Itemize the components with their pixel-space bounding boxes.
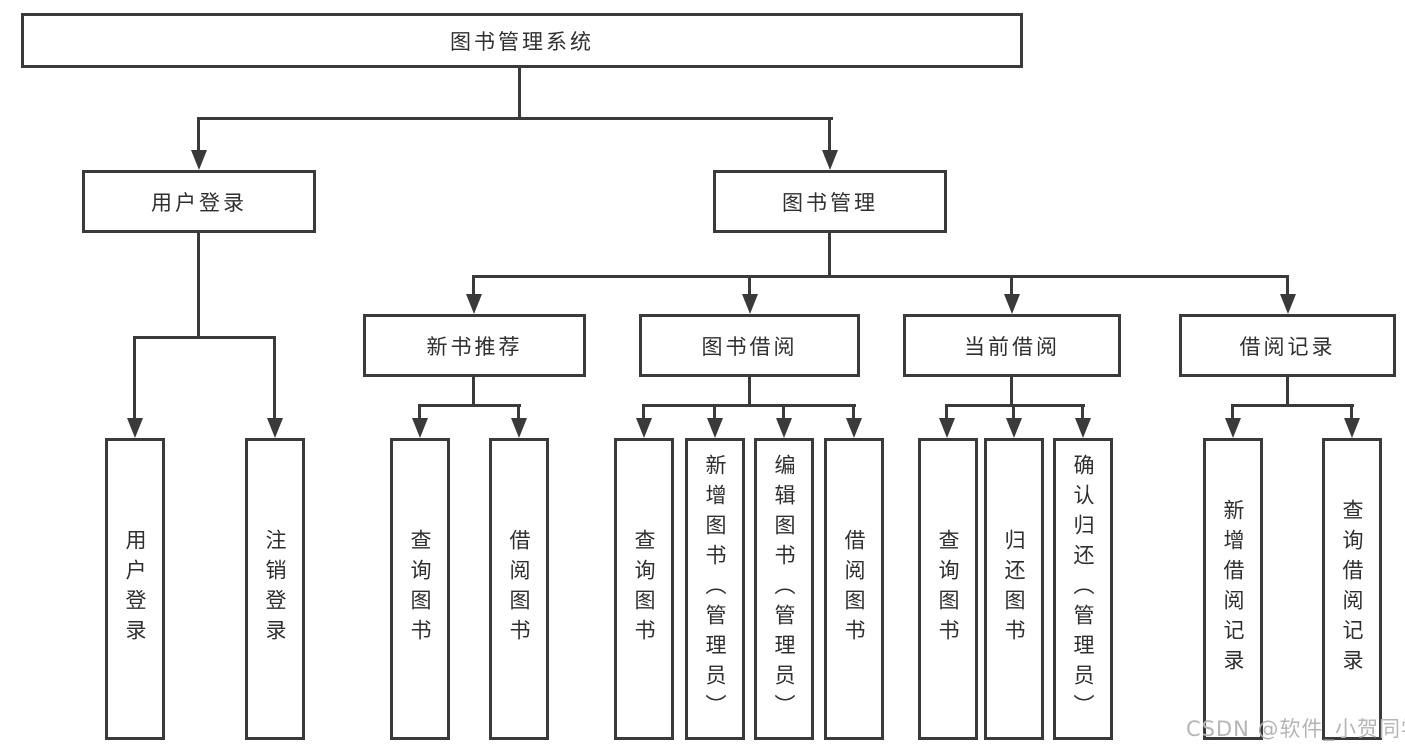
connector-new-book-branch: [418, 404, 521, 407]
connector-drop-new-book: [472, 275, 475, 296]
arrowhead: [636, 418, 652, 438]
arrowhead: [1006, 418, 1022, 438]
connector-borrowing-records-branch: [1231, 404, 1354, 407]
connector-new-book-trunk: [472, 377, 475, 407]
arrowhead-new-book: [466, 294, 482, 314]
connector-drop: [713, 404, 716, 420]
leaf-edit-book-admin: 编辑图书（管理员）: [754, 438, 814, 740]
connector-drop-user-login: [197, 117, 200, 152]
arrowhead-book-borrowing: [742, 294, 758, 314]
connector-borrowing-records-trunk: [1286, 377, 1289, 407]
connector-root-trunk: [518, 66, 521, 118]
connector-drop: [418, 404, 421, 420]
connector-level3-branch: [472, 275, 1289, 278]
connector-drop-borrowing-records: [1286, 275, 1289, 296]
leaf-query-books-current: 查询图书: [918, 438, 978, 740]
leaf-query-books-recommend: 查询图书: [390, 438, 450, 740]
connector-drop-current-borrowing: [1010, 275, 1013, 296]
leaf-confirm-return-admin: 确认归还（管理员）: [1053, 438, 1113, 740]
node-borrowing-records: 借阅记录: [1179, 314, 1396, 377]
connector-current-borrowing-trunk: [1010, 377, 1013, 407]
leaf-query-borrow-record: 查询借阅记录: [1322, 438, 1382, 740]
leaf-user-login: 用户登录: [105, 438, 165, 740]
arrowhead-leaf-logout: [267, 418, 283, 438]
connector-drop: [852, 404, 855, 420]
arrowhead: [1075, 418, 1091, 438]
connector-drop: [517, 404, 520, 420]
arrowhead-user-login: [191, 150, 207, 170]
arrowhead-borrowing-records: [1280, 294, 1296, 314]
connector-drop: [782, 404, 785, 420]
leaf-query-books-borrowing: 查询图书: [614, 438, 674, 740]
connector-drop: [1012, 404, 1015, 420]
connector-book-borrowing-branch: [642, 404, 856, 407]
connector-book-management-trunk: [828, 233, 831, 277]
arrowhead: [1225, 418, 1241, 438]
connector-book-borrowing-trunk: [748, 377, 751, 407]
leaf-add-book-admin: 新增图书（管理员）: [685, 438, 745, 740]
connector-level2-branch: [197, 117, 833, 120]
connector-current-borrowing-branch: [945, 404, 1085, 407]
connector-drop-leaf-logout: [273, 336, 276, 420]
arrowhead: [707, 418, 723, 438]
connector-drop: [1231, 404, 1234, 420]
arrowhead-current-borrowing: [1004, 294, 1020, 314]
arrowhead: [846, 418, 862, 438]
node-library-management-system: 图书管理系统: [21, 13, 1023, 68]
connector-drop: [642, 404, 645, 420]
connector-user-login-trunk: [197, 233, 200, 338]
leaf-return-book: 归还图书: [984, 438, 1044, 740]
csdn-watermark: CSDN @软件_小贺同学: [1186, 717, 1405, 741]
arrowhead: [1344, 418, 1360, 438]
arrowhead: [939, 418, 955, 438]
node-current-borrowing: 当前借阅: [903, 314, 1121, 377]
node-new-book-recommendation: 新书推荐: [363, 314, 586, 377]
leaf-add-borrow-record: 新增借阅记录: [1203, 438, 1263, 740]
leaf-borrow-books-borrowing: 借阅图书: [824, 438, 884, 740]
connector-user-login-branch: [133, 336, 276, 339]
connector-drop: [1081, 404, 1084, 420]
connector-drop: [1350, 404, 1353, 420]
connector-drop-book-borrowing: [748, 275, 751, 296]
leaf-logout: 注销登录: [245, 438, 305, 740]
arrowhead-leaf-login: [127, 418, 143, 438]
arrowhead: [511, 418, 527, 438]
arrowhead: [412, 418, 428, 438]
leaf-borrow-books-recommend: 借阅图书: [489, 438, 549, 740]
arrowhead-book-management: [822, 150, 838, 170]
node-book-management: 图书管理: [713, 170, 947, 233]
connector-drop-leaf-login: [133, 336, 136, 420]
connector-drop: [945, 404, 948, 420]
arrowhead: [776, 418, 792, 438]
connector-drop-book-management: [828, 117, 831, 152]
node-user-login: 用户登录: [82, 170, 316, 233]
node-book-borrowing: 图书借阅: [639, 314, 860, 377]
